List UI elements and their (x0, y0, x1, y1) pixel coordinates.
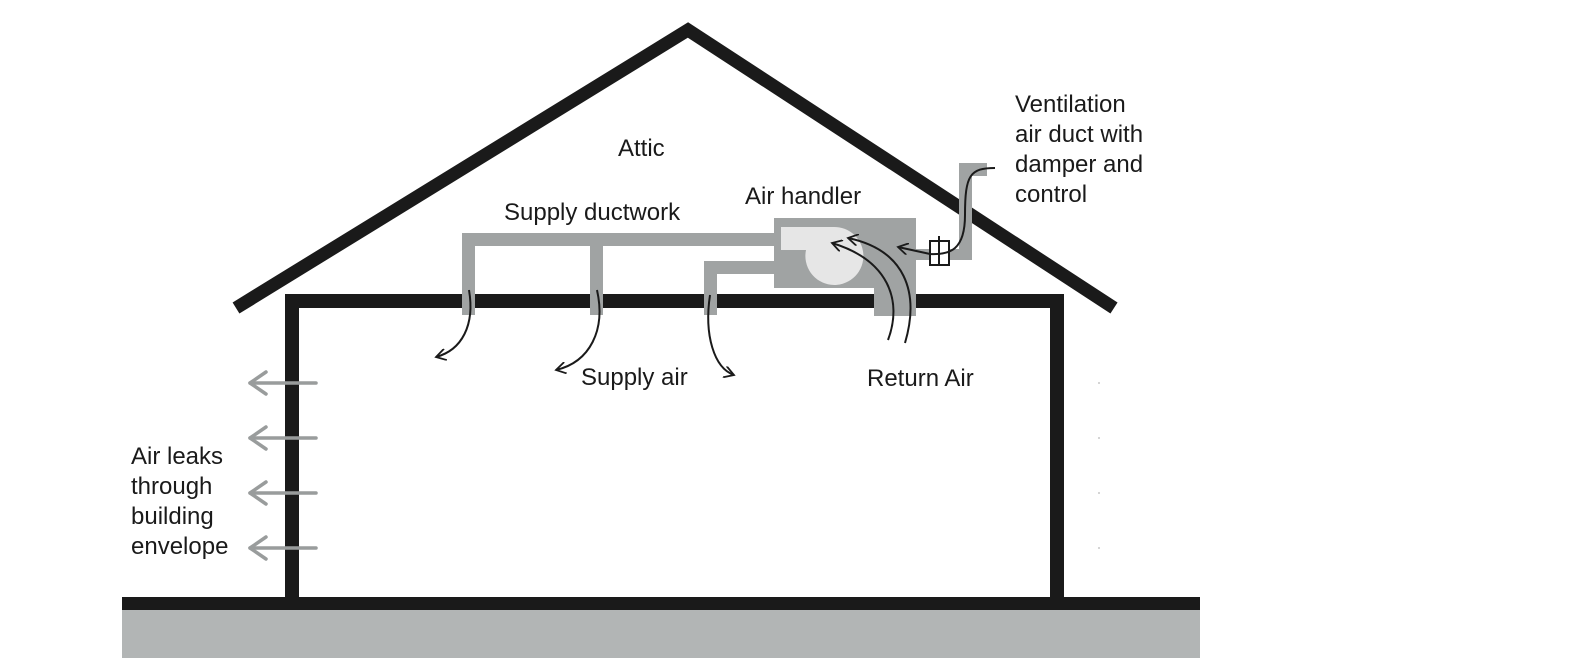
ventilation-duct-label: Ventilation air duct with damper and con… (1015, 91, 1150, 208)
return-air-label: Return Air (867, 365, 974, 392)
wall-marks (1098, 382, 1100, 549)
return-air-arrow-outer (848, 238, 912, 344)
supply-air-arrow-right (707, 294, 734, 375)
ground (122, 608, 1200, 658)
air-leak-arrows (248, 370, 318, 561)
air-handler-label: Air handler (745, 183, 861, 210)
supply-drop-right (704, 261, 717, 315)
return-air-arrow-inner (832, 243, 895, 341)
air-leak-arrow (248, 370, 318, 396)
air-leak-arrow (248, 480, 318, 506)
floor-slab (122, 597, 1200, 610)
supply-ductwork (462, 233, 780, 315)
attic-label: Attic (618, 135, 665, 162)
damper-icon (929, 236, 950, 266)
supply-drop-middle (590, 246, 603, 315)
air-leak-arrow (248, 535, 318, 561)
supply-air-arrow-left (436, 289, 472, 357)
ventilation-air-arrow (898, 167, 996, 256)
supply-air-label: Supply air (581, 364, 688, 391)
supply-trunk-duct (462, 233, 780, 246)
ventilation-duct-inlet (959, 163, 987, 176)
supply-air-arrow-middle (556, 289, 601, 370)
air-leaks-label: Air leaks through building envelope (131, 443, 230, 560)
house-walls (285, 294, 1064, 603)
supply-branch-duct (704, 261, 780, 274)
air-leak-arrow (248, 425, 318, 451)
flow-arrows (436, 167, 996, 375)
supply-drop-left (462, 233, 475, 315)
supply-ductwork-label: Supply ductwork (504, 199, 681, 226)
